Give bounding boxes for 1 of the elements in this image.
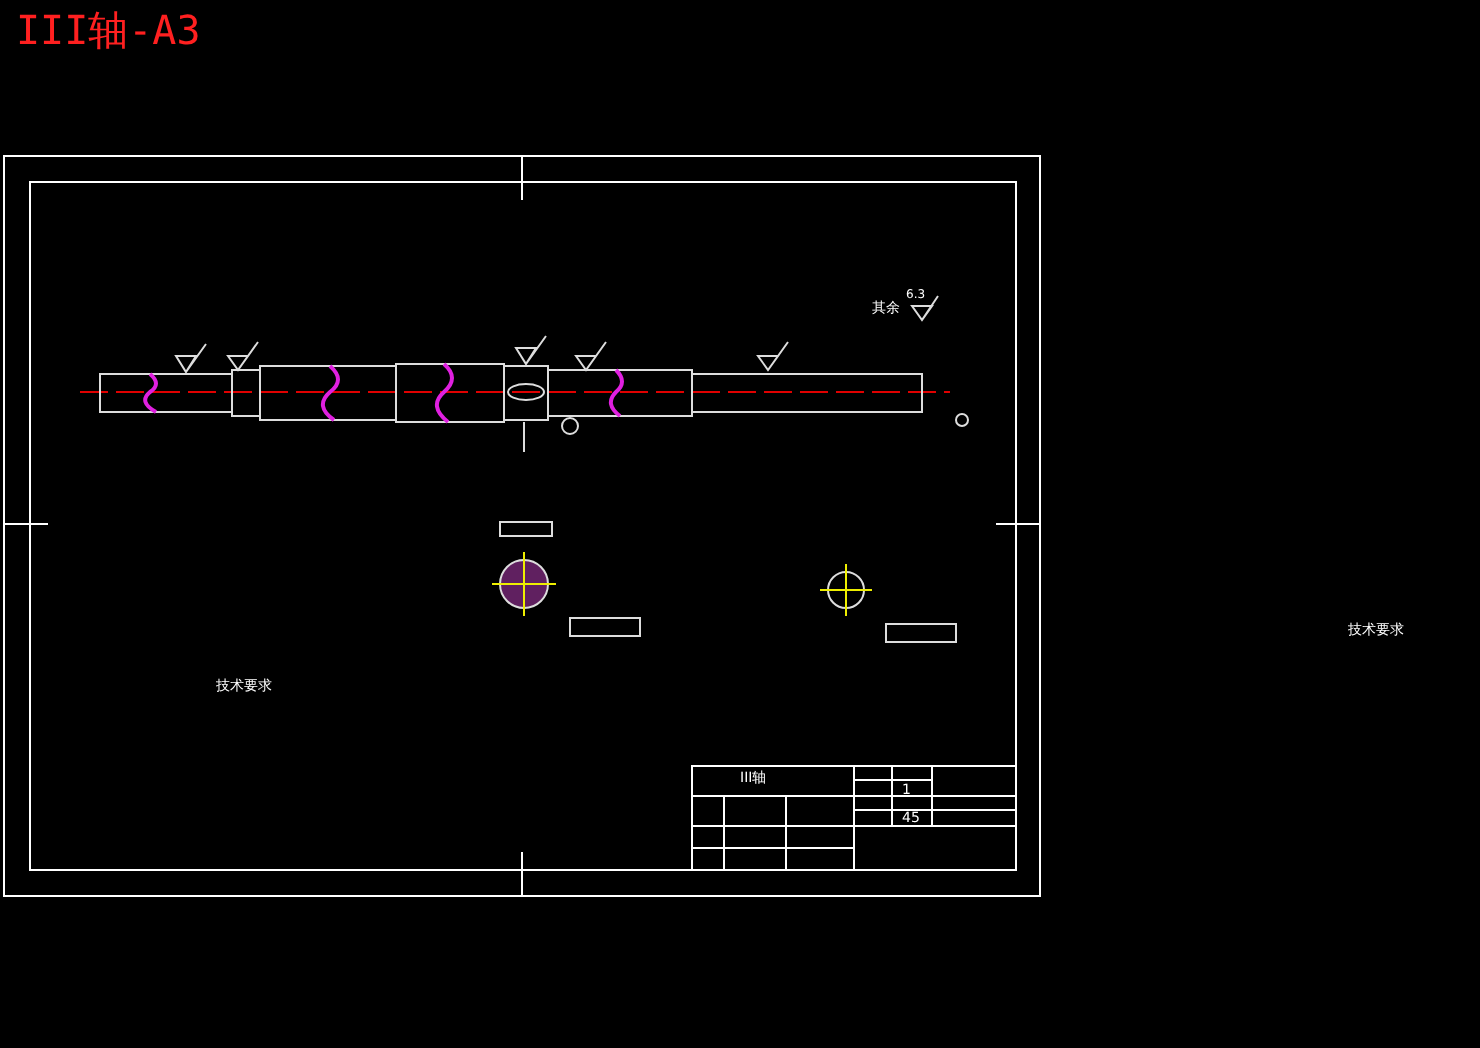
drawing-title: III轴-A3: [16, 4, 201, 58]
